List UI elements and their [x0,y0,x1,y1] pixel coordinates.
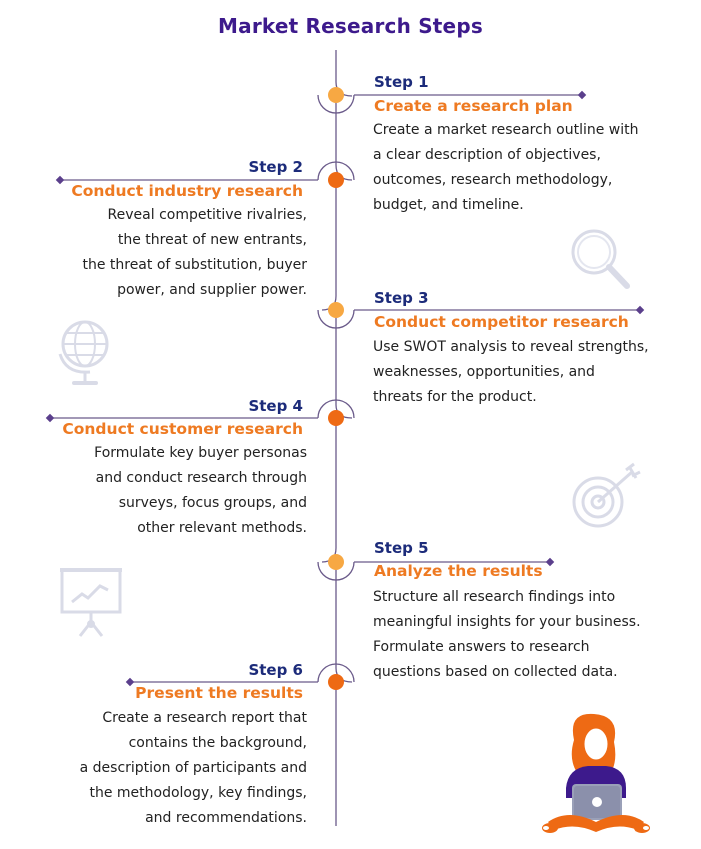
timeline-dot-3 [328,302,344,318]
magnifier-icon [571,229,630,289]
step-2-label: Step 2 [248,158,303,176]
step-5-heading: Analyze the results [374,562,543,580]
person-with-laptop-illustration [542,713,650,833]
step-5-line: questions based on collected data. [373,664,618,680]
step-1-description: Create a market research outline with a … [373,118,639,218]
step-1-line: Create a market research outline with [373,122,639,138]
step-4-heading: Conduct customer research [62,420,303,438]
globe-icon [58,320,109,385]
step-2-description: Reveal competitive rivalries, the threat… [82,203,307,303]
step-3-line: weaknesses, opportunities, and [373,364,595,380]
timeline-dot-1 [328,87,344,103]
step-1-line: outcomes, research methodology, [373,172,613,188]
step-6-heading: Present the results [135,684,303,702]
step-2-line: the threat of new entrants, [117,232,307,248]
step-6-label: Step 6 [248,661,303,679]
step-1-label: Step 1 [374,73,429,91]
step-5-line: meaningful insights for your business. [373,614,641,630]
step-6-line: the methodology, key findings, [89,785,307,801]
timeline-dot-4 [328,410,344,426]
step-5-label: Step 5 [374,539,429,557]
step-4-line: Formulate key buyer personas [94,445,307,461]
presentation-board-icon [60,568,122,637]
step-6-line: and recommendations. [145,810,307,826]
step-2-line: the threat of substitution, buyer [82,257,307,273]
step-3-description: Use SWOT analysis to reveal strengths, w… [373,335,649,410]
step-3-label: Step 3 [374,289,429,307]
step-4-line: surveys, focus groups, and [118,495,307,511]
step-4-line: other relevant methods. [137,520,307,536]
timeline-dot-6 [328,674,344,690]
step-1-line: budget, and timeline. [373,197,524,213]
target-icon [572,462,641,528]
step-5-description: Structure all research findings into mea… [373,585,641,685]
step-6-description: Create a research report that contains t… [80,706,307,831]
timeline-dot-2 [328,172,344,188]
step-1-line: a clear description of objectives, [373,147,601,163]
step-6-line: a description of participants and [79,760,307,776]
step-1-heading: Create a research plan [374,97,573,115]
step-4-label: Step 4 [248,397,303,415]
timeline-dot-5 [328,554,344,570]
step-4-line: and conduct research through [95,470,307,486]
step-6-line: contains the background, [128,735,307,751]
step-3-line: Use SWOT analysis to reveal strengths, [373,339,649,355]
page-title: Market Research Steps [218,14,483,38]
step-2-heading: Conduct industry research [71,182,303,200]
step-2-line: Reveal competitive rivalries, [107,207,307,223]
step-5-line: Structure all research findings into [373,589,616,605]
step-2-line: power, and supplier power. [117,282,307,298]
step-6-line: Create a research report that [102,710,307,726]
step-5-line: Formulate answers to research [373,639,590,655]
step-3-line: threats for the product. [373,389,537,405]
step-4-description: Formulate key buyer personas and conduct… [94,441,307,541]
step-3-heading: Conduct competitor research [374,313,629,331]
